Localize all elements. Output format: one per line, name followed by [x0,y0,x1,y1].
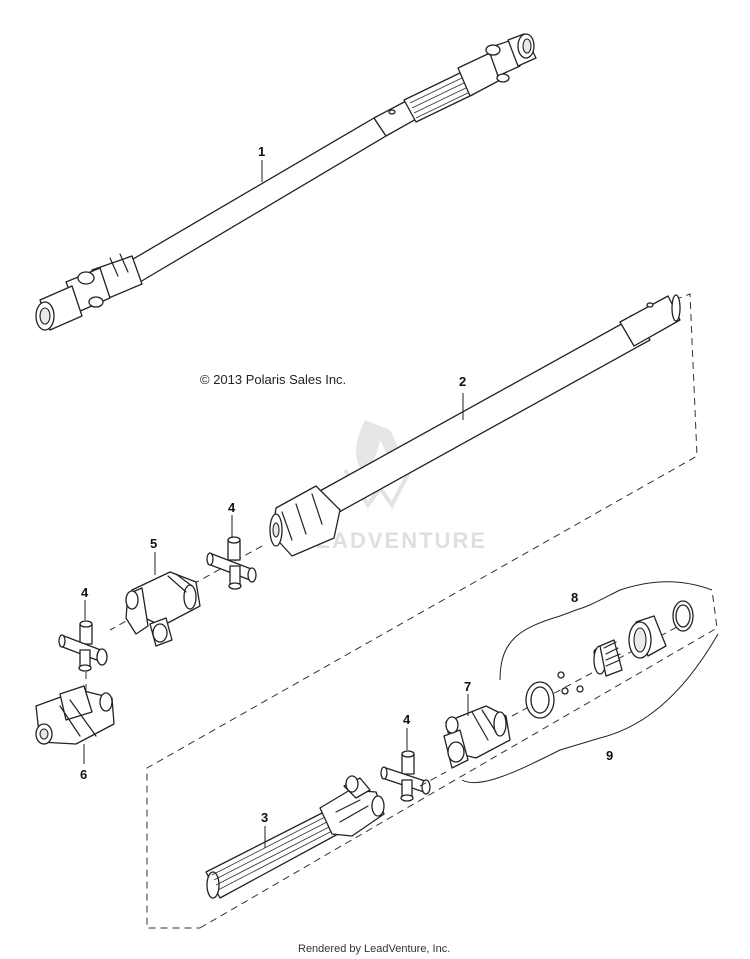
callout-2: 2 [459,374,466,389]
part-8-9-seal-kit[interactable] [525,600,694,719]
callout-9: 9 [606,748,613,763]
assembly-axis-line-lower [419,771,447,787]
callout-4-lower: 4 [403,712,411,727]
part-2-shaft-tube[interactable] [269,294,681,557]
callout-7: 7 [464,679,471,694]
part-4-u-joint-cross-upper[interactable] [206,536,257,590]
callout-3: 3 [261,810,268,825]
callout-8: 8 [571,590,578,605]
callout-4-upper: 4 [228,500,236,515]
part-3-splined-shaft[interactable] [205,775,385,899]
footer-credit: Rendered by LeadVenture, Inc. [298,943,450,955]
assembly-boundary-upper [146,293,698,929]
callout-1: 1 [258,144,265,159]
part-5-slip-yoke[interactable] [125,571,201,647]
part-4-u-joint-cross-lower[interactable] [380,750,431,802]
part-4-u-joint-cross-left[interactable] [58,620,108,672]
part-1-prop-shaft-assembly[interactable] [35,33,537,331]
part-7-rear-yoke[interactable] [443,705,511,769]
brace-9 [461,633,719,784]
callout-6: 6 [80,767,87,782]
copyright-text: © 2013 Polaris Sales Inc. [200,372,346,387]
part-6-end-yoke[interactable] [35,685,115,745]
callout-4-left: 4 [81,585,89,600]
brace-8 [499,581,713,681]
callout-5: 5 [150,536,157,551]
